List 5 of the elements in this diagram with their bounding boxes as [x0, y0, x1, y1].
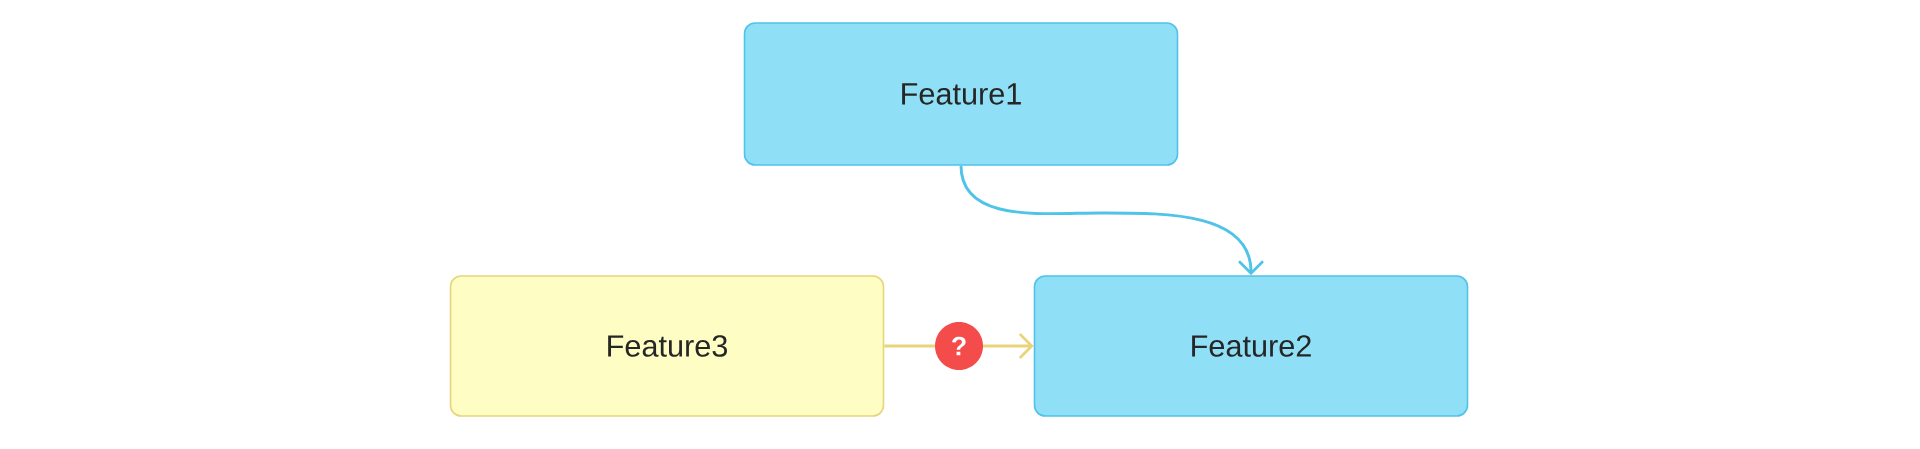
- feature-box: Feature3: [449, 275, 885, 417]
- feature-box: Feature1: [743, 22, 1179, 166]
- arrow: [959, 165, 1264, 276]
- edge-label: ?: [935, 322, 983, 370]
- feature-box: Feature2: [1033, 275, 1469, 417]
